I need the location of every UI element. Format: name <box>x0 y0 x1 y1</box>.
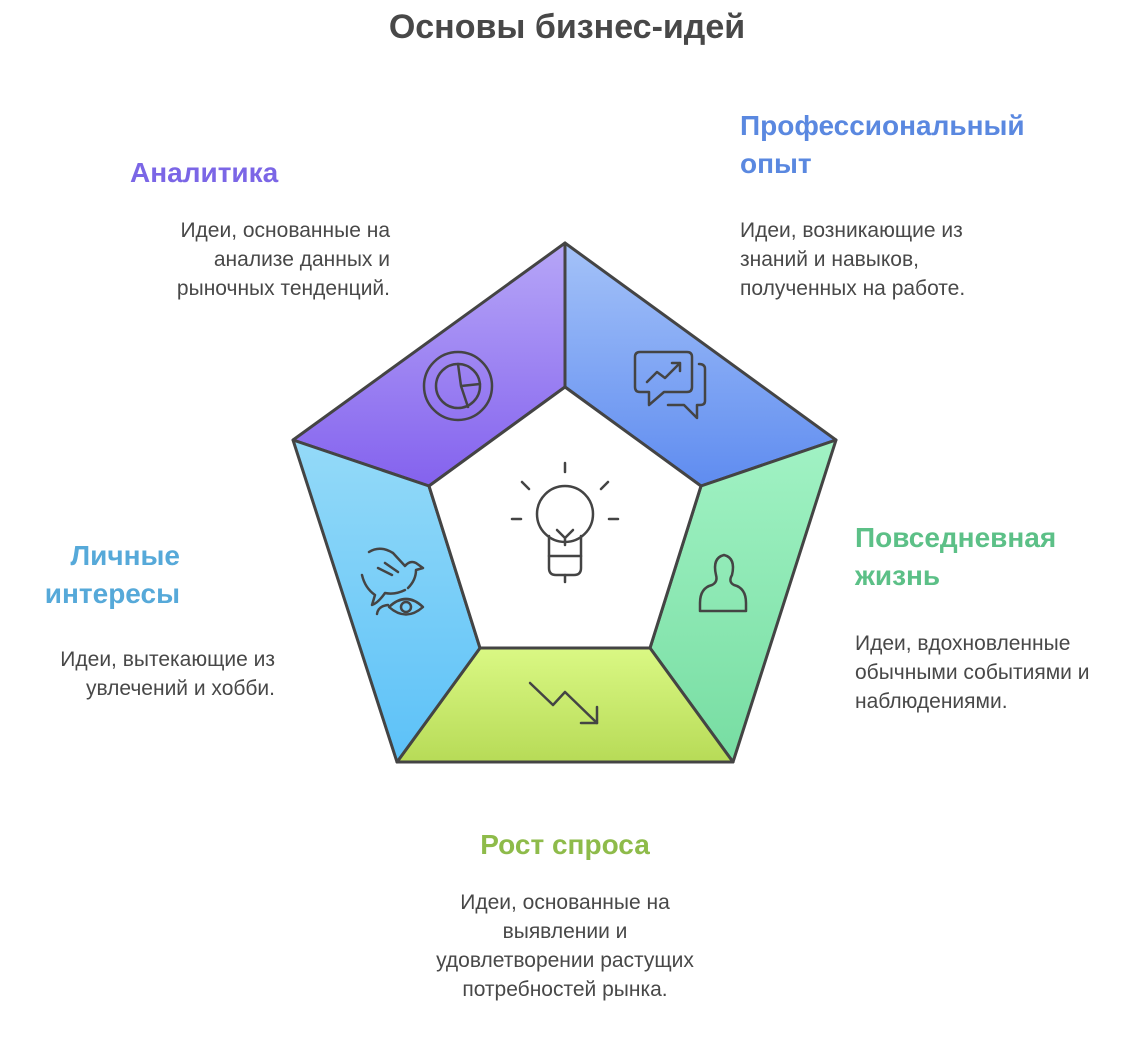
segment-desc-demand: Идеи, основанные на выявлении и удовлетв… <box>436 891 694 1001</box>
diagram-title: Основы бизнес-идей <box>388 8 746 46</box>
bird-eye-icon <box>360 547 425 616</box>
segment-title-everyday: Повседневная жизнь <box>855 522 1057 591</box>
segment-title-analytics: Аналитика <box>130 157 279 188</box>
segment-title-demand: Рост спроса <box>480 829 650 860</box>
trend-down-arrow-icon <box>528 681 599 725</box>
lightbulb-icon <box>510 461 620 584</box>
center-area <box>427 385 703 650</box>
segment-desc-professional: Идеи, возникающие из знаний и навыков, п… <box>740 219 966 300</box>
segment-title-professional: Профессиональный опыт <box>740 110 1025 179</box>
segment-title-interests: Личные интересы <box>44 540 180 609</box>
person-icon <box>698 553 748 613</box>
pie-chart-icon <box>422 350 494 422</box>
segment-desc-interests: Идеи, вытекающие из увлечений и хобби. <box>60 648 275 700</box>
segment-desc-analytics: Идеи, основанные на анализе данных и рын… <box>176 219 390 300</box>
segment-desc-everyday: Идеи, вдохновленные обычными событиями и… <box>855 632 1090 713</box>
chat-trend-icon <box>633 350 707 420</box>
